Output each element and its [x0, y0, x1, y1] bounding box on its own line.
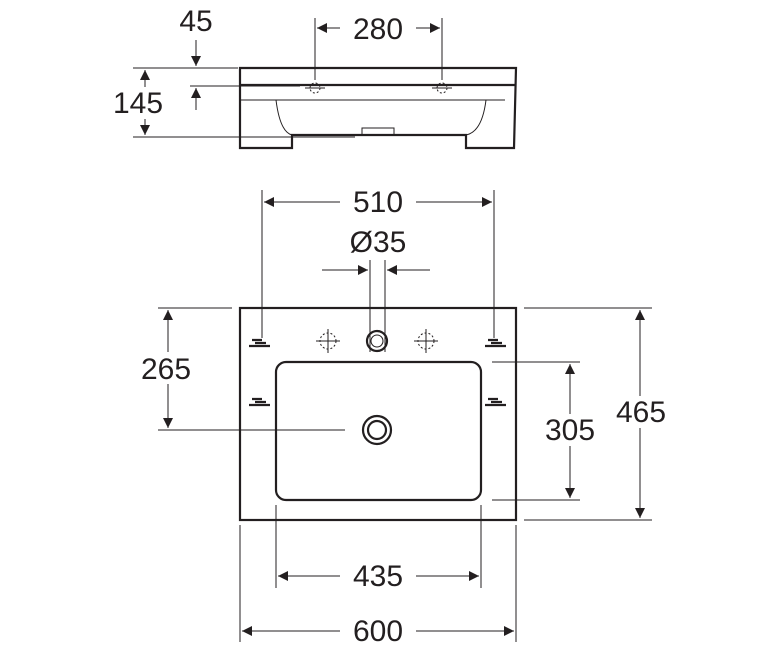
label-bg [340, 560, 416, 592]
dim-label-height: 145 [113, 87, 163, 120]
fixing-hole-bottom-left [249, 397, 270, 407]
label-bg [340, 614, 416, 646]
dim-label-top-offset: 45 [179, 5, 212, 38]
drain-side [361, 127, 395, 136]
dim-label-hole-span: 510 [353, 186, 403, 219]
label-bg [534, 414, 606, 446]
top-view: 510 Ø35 265 305 465 435 [132, 184, 676, 648]
dim-label-bowl-depth: 305 [545, 414, 595, 447]
dim-label-bowl-width: 435 [353, 560, 403, 593]
dim-label-tap-hole-diameter: Ø35 [350, 226, 407, 259]
knockout-left [316, 329, 340, 353]
bowl-curve-left [275, 99, 293, 136]
knockout-right [414, 329, 438, 353]
tap-hole-side-right [432, 82, 452, 94]
fixing-hole-bottom-right [485, 397, 506, 407]
drain [361, 414, 393, 446]
label-bg [108, 87, 182, 119]
tap-hole [365, 329, 389, 353]
fixing-hole-top-right [485, 338, 506, 348]
dim-label-drain-from-back: 265 [141, 353, 191, 386]
basin-outline [238, 306, 518, 522]
bowl-curve-right [465, 99, 487, 136]
fixing-hole-top-left [249, 338, 270, 348]
tap-hole-side-left [305, 82, 325, 94]
label-bg [132, 352, 204, 384]
dim-label-total-depth: 465 [616, 396, 666, 429]
label-bg [606, 396, 676, 428]
label-bg [340, 184, 416, 216]
dim-label-tap-spacing: 280 [353, 13, 403, 46]
dim-label-total-width: 600 [353, 615, 403, 648]
bowl-outline [274, 360, 483, 502]
basin-side-outline [238, 66, 518, 150]
side-view: 280 145 45 [108, 5, 518, 150]
label-bg [340, 12, 416, 44]
